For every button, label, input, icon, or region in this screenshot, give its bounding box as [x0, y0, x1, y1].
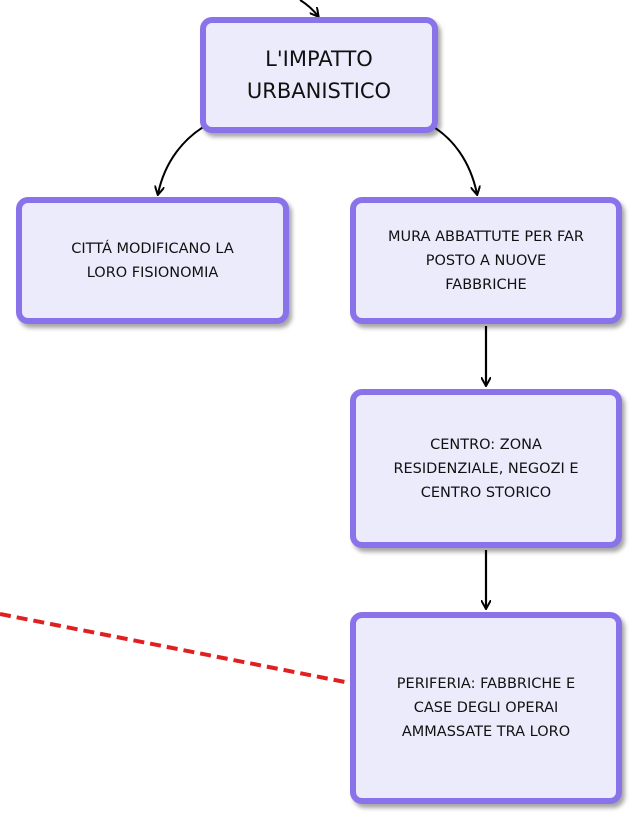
arrow-incoming [299, 0, 318, 16]
node-label: L'IMPATTO URBANISTICO [246, 47, 392, 103]
node-periferia[interactable]: PERIFERIA: FABBRICHE E CASE DEGLI OPERAI… [350, 612, 622, 804]
node-label: CENTRO: ZONA RESIDENZIALE, NEGOZI E CENT… [393, 436, 579, 501]
node-centro[interactable]: CENTRO: ZONA RESIDENZIALE, NEGOZI E CENT… [350, 389, 622, 548]
node-label: MURA ABBATTUTE PER FAR POSTO A NUOVE FAB… [387, 228, 585, 293]
node-label: PERIFERIA: FABBRICHE E CASE DEGLI OPERAI… [396, 676, 576, 740]
arrow-main-to-citta [158, 125, 206, 194]
node-label: CITTÁ MODIFICANO LA LORO FISIONOMIA [71, 240, 234, 281]
arrow-main-to-mura [431, 125, 477, 194]
node-mura-abbattute[interactable]: MURA ABBATTUTE PER FAR POSTO A NUOVE FAB… [350, 197, 622, 324]
node-citta-fisionomia[interactable]: CITTÁ MODIFICANO LA LORO FISIONOMIA [16, 197, 289, 324]
dashed-link-periferia [0, 612, 351, 685]
node-impatto-urbanistico[interactable]: L'IMPATTO URBANISTICO [200, 17, 438, 133]
